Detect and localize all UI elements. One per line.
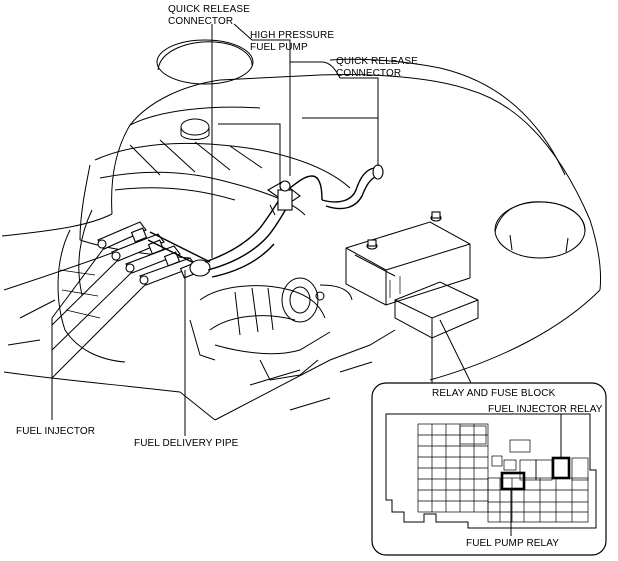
leader-qrc-right — [290, 61, 379, 166]
fuel-injectors — [97, 221, 211, 286]
label-qrc-top-1: QUICK RELEASE — [168, 4, 250, 15]
relay-fuse-block-location — [394, 281, 479, 339]
inset-title: RELAY AND FUSE BLOCK — [432, 388, 556, 399]
leader-lines — [51, 23, 473, 436]
leader-hp-pump — [233, 23, 291, 176]
label-qrc-right-2: CONNECTOR — [336, 68, 401, 79]
leader-injector-3 — [51, 271, 133, 351]
fuse-block-housing — [385, 413, 597, 529]
label-hp-pump-2: FUEL PUMP — [250, 42, 308, 53]
label-qrc-top-2: CONNECTOR — [168, 16, 233, 27]
label-hp-pump-1: HIGH PRESSURE — [250, 30, 334, 41]
fuse-grid — [417, 423, 589, 513]
label-fuel-delivery-pipe: FUEL DELIVERY PIPE — [134, 438, 239, 449]
intake-assembly — [189, 277, 353, 381]
engine-bay-outline — [1, 58, 601, 421]
leader-hp-branch — [218, 123, 281, 188]
label-qrc-right-1: QUICK RELEASE — [336, 56, 418, 67]
fuel-lines — [204, 164, 384, 278]
label-fuel-injector-relay: FUEL INJECTOR RELAY — [488, 404, 603, 415]
relay-fuse-block-inset: RELAY AND FUSE BLOCK FUEL INJECTOR RELAY… — [371, 382, 607, 556]
leader-injector-2 — [51, 259, 119, 326]
battery — [345, 211, 471, 306]
callout-labels: QUICK RELEASE CONNECTOR HIGH PRESSURE FU… — [16, 4, 418, 449]
fuel-pump-relay — [500, 471, 526, 491]
label-fuel-injector: FUEL INJECTOR — [16, 426, 95, 437]
leader-injector-1 — [51, 247, 105, 420]
leader-inset-right — [439, 319, 473, 386]
label-fuel-pump-relay: FUEL PUMP RELAY — [466, 538, 559, 549]
leader-injector-4 — [51, 283, 147, 379]
strut-towers — [156, 39, 586, 259]
